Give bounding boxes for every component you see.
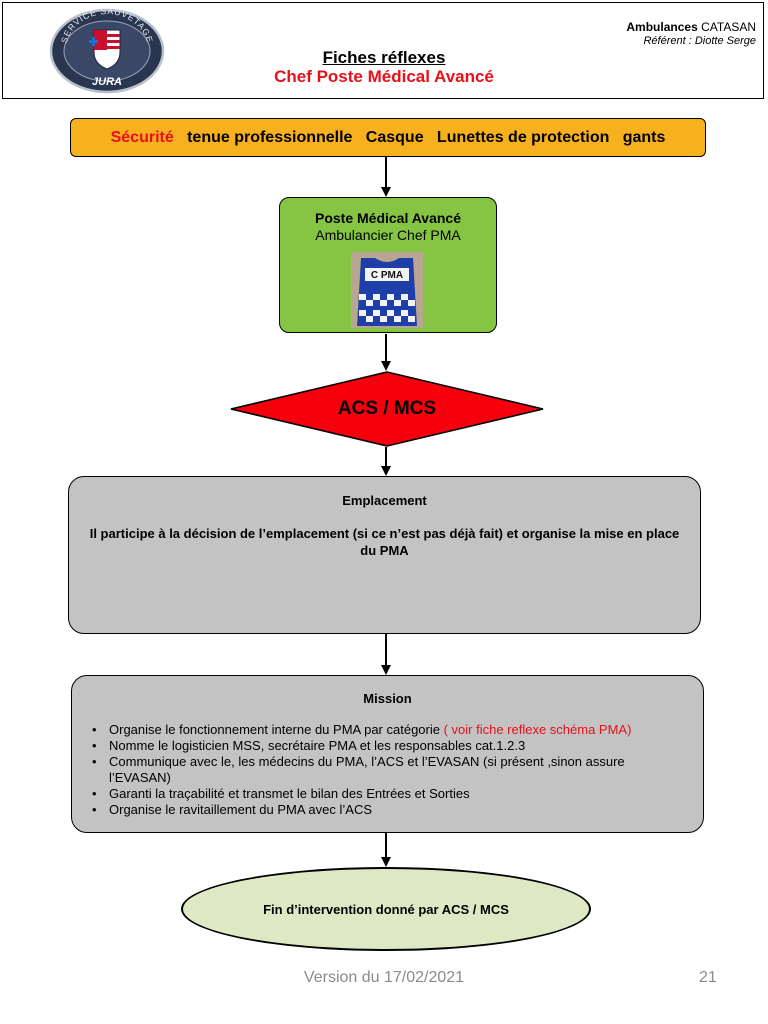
mission-list: • Organise le fonctionnement interne du P… (92, 722, 685, 818)
safety-label: Sécurité (110, 128, 174, 146)
mission-item-text: Organise le ravitaillement du PMA avec l… (109, 802, 373, 817)
end-of-intervention-label: Fin d’intervention donné par ACS / MCS (263, 901, 509, 917)
pma-role: Ambulancier Chef PMA (315, 227, 461, 243)
mission-item: • Nomme le logisticien MSS, secrétaire PM… (92, 738, 685, 754)
svg-text:JURA: JURA (92, 76, 122, 88)
bullet: • (92, 802, 97, 817)
end-of-intervention-ellipse: Fin d’intervention donné par ACS / MCS (181, 867, 591, 951)
pma-role-box: Poste Médical Avancé Ambulancier Chef PM… (279, 197, 497, 333)
svg-text:C PMA: C PMA (371, 270, 403, 281)
bullet: • (92, 722, 97, 737)
organisation-bold: Ambulances (626, 20, 698, 34)
safety-items: tenue professionnelle Casque Lunettes de… (173, 128, 666, 146)
mission-item-reference: ( voir fiche reflexe schéma PMA) (439, 722, 632, 737)
bullet: • (92, 738, 97, 753)
organisation-suffix: CATASAN (701, 20, 756, 34)
service-sauvetage-logo: SERVICE SAUVETAGE JURA (49, 8, 165, 94)
organisation-name: Ambulances CATASAN (626, 20, 756, 34)
mission-item-text: Garanti la traçabilité et transmet le bi… (109, 786, 470, 801)
page-title: Fiches réflexes (322, 48, 446, 67)
mission-item-text: Communique avec le, les médecins du PMA,… (109, 754, 625, 785)
mission-item: • Garanti la traçabilité et transmet le b… (92, 786, 685, 802)
decision-label: ACS / MCS (337, 398, 437, 419)
pma-title: Poste Médical Avancé (314, 210, 462, 226)
decision-diamond (230, 371, 544, 447)
chef-pma-vest-image: C PMA (351, 252, 423, 328)
mission-item: • Communique avec le, les médecins du PMA… (92, 754, 685, 786)
safety-equipment-bar: Sécurité tenue professionnelle Casque Lu… (70, 118, 706, 157)
mission-title: Mission (363, 691, 412, 706)
emplacement-text: Il participe à la décision de l’emplacem… (89, 526, 680, 558)
bullet: • (92, 786, 97, 801)
referent-label: Référent : Diotte Serge (643, 35, 756, 47)
bullet: • (92, 754, 97, 769)
mission-item: • Organise le ravitaillement du PMA avec … (92, 802, 685, 818)
emplacement-title: Emplacement (342, 493, 427, 508)
page-subtitle: Chef Poste Médical Avancé (274, 67, 494, 86)
mission-item-text: Organise le fonctionnement interne du PM… (109, 722, 440, 737)
emplacement-box: Emplacement Il participe à la décision d… (68, 476, 701, 634)
mission-box: Mission • Organise le fonctionnement inte… (71, 675, 704, 833)
mission-item: • Organise le fonctionnement interne du P… (92, 722, 685, 738)
mission-item-text: Nomme le logisticien MSS, secrétaire PMA… (109, 738, 526, 753)
version-label: Version du 17/02/2021 (303, 969, 465, 986)
page-number: 21 (699, 969, 717, 986)
